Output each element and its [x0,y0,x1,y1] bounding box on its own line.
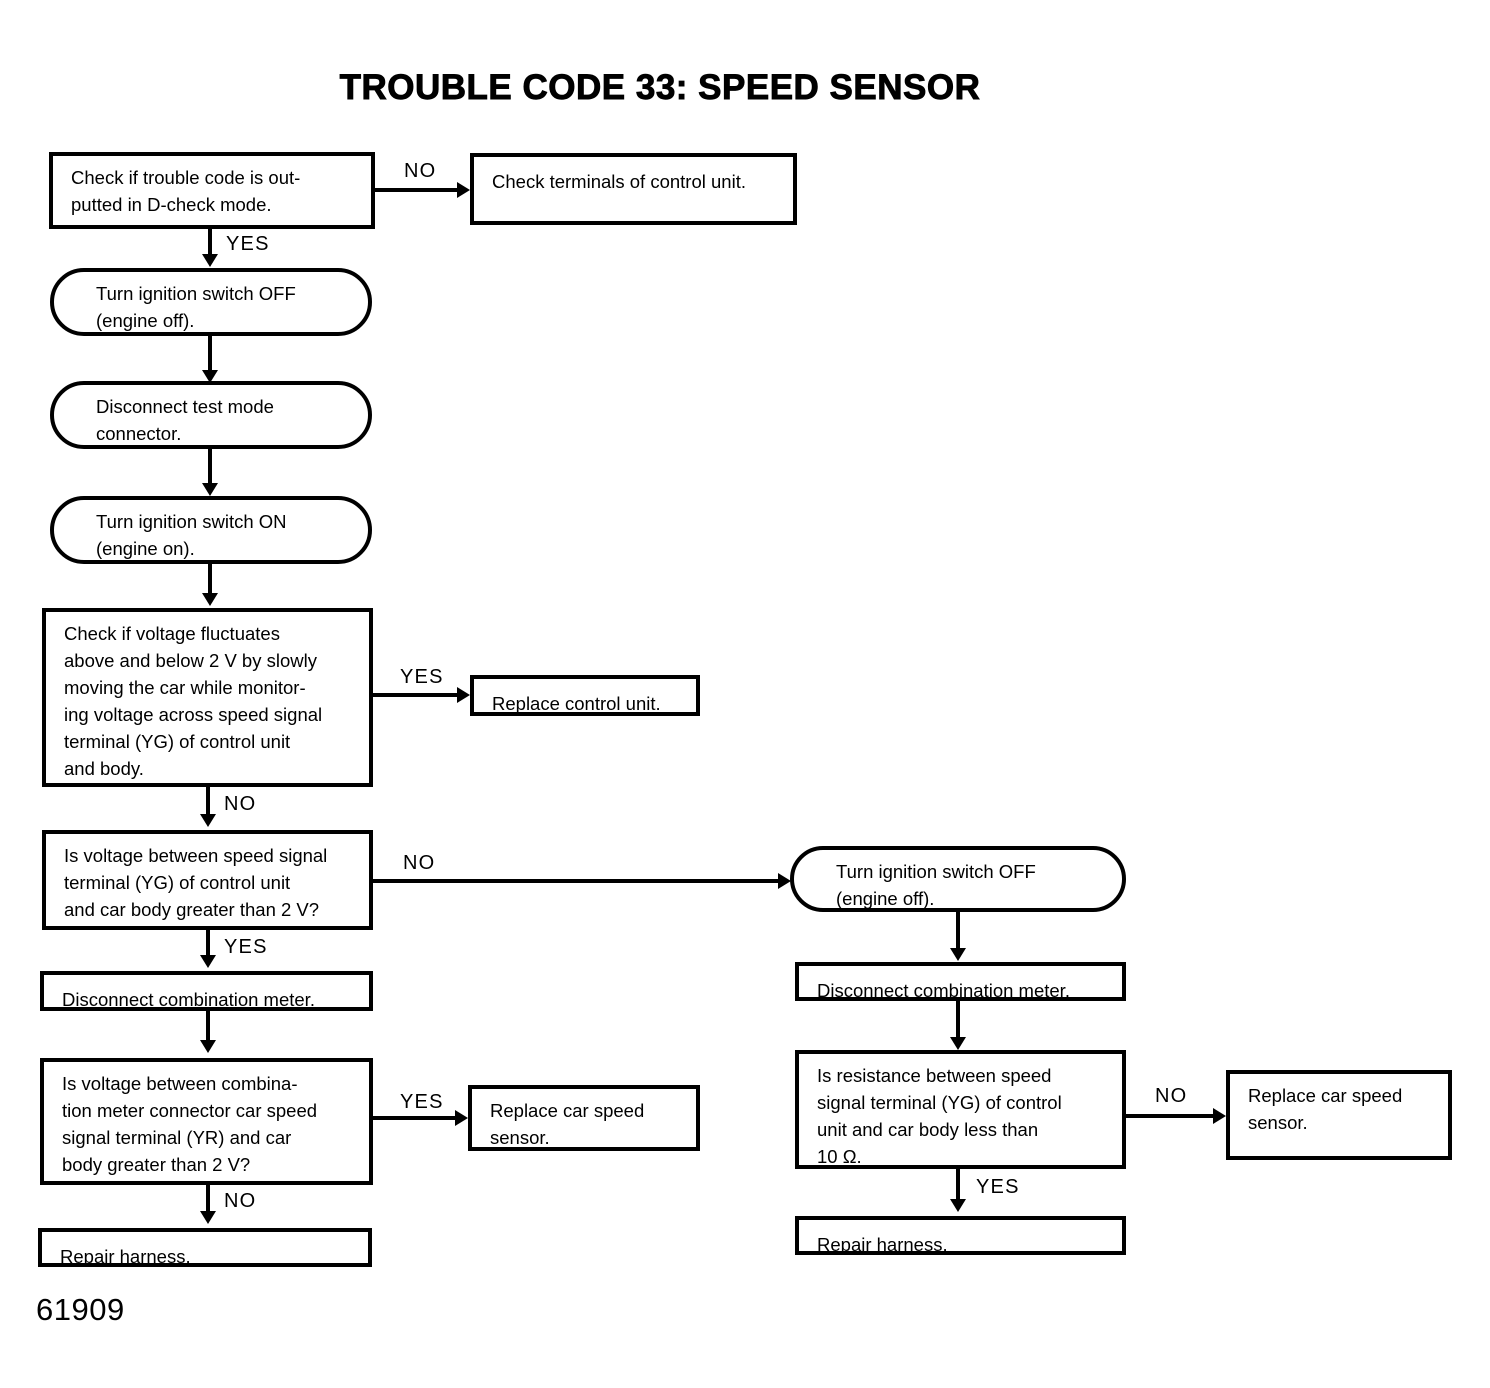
edge-no-to-check-terminals [375,188,459,192]
arrow-to-repair-harness-right [950,1199,966,1212]
node-check-terminals-label: Check terminals of control unit. [492,171,746,192]
node-ignition-off-2-label: Turn ignition switch OFF (engine off). [836,861,1036,909]
page-title: TROUBLE CODE 33: SPEED SENSOR [339,68,981,108]
node-replace-control-unit-label: Replace control unit. [492,693,661,714]
node-replace-sensor-right-label: Replace car speed sensor. [1248,1085,1403,1133]
arrow-to-repair-harness-left [200,1211,216,1224]
edge-label-no-3: NO [403,852,436,874]
edge-yes-to-replace-control-unit [373,693,459,697]
edge-label-yes-1: YES [226,233,270,255]
edge-label-yes-3: YES [224,936,268,958]
arrow-to-replace-sensor-right [1213,1108,1226,1124]
node-ignition-off-1-label: Turn ignition switch OFF (engine off). [96,283,296,331]
node-replace-sensor-right: Replace car speed sensor. [1226,1070,1452,1160]
arrow-to-disconnect-meter-left [200,955,216,968]
node-repair-harness-right-label: Repair harness. [817,1234,948,1255]
edge-label-no-5: NO [1155,1085,1188,1107]
node-ignition-on-label: Turn ignition switch ON (engine on). [96,511,287,559]
edge-yes-to-replace-sensor-left [373,1116,457,1120]
edge-disconnect-meter-left-to-is-voltage-yr [206,1011,210,1043]
node-disconnect-meter-left: Disconnect combination meter. [40,971,373,1011]
figure-number: 61909 [36,1292,125,1327]
node-is-voltage-yr: Is voltage between combina- tion meter c… [40,1058,373,1185]
edge-disconnect-meter-right-to-is-resistance [956,1001,960,1040]
node-disconnect-meter-right: Disconnect combination meter. [795,962,1126,1001]
edge-label-no-4: NO [224,1190,257,1212]
node-replace-control-unit: Replace control unit. [470,675,700,716]
node-repair-harness-right: Repair harness. [795,1216,1126,1255]
node-repair-harness-left-label: Repair harness. [60,1246,191,1267]
node-disconnect-test-mode-label: Disconnect test mode connector. [96,396,274,444]
edge-label-yes-4: YES [400,1091,444,1113]
edge-disconnect-test-mode-to-ignition-on [208,449,212,487]
node-check-voltage-fluctuates-label: Check if voltage fluctuates above and be… [64,623,323,779]
edge-no-to-ignition-off-2 [373,879,780,883]
node-disconnect-meter-right-label: Disconnect combination meter. [817,980,1070,1001]
edge-label-yes-5: YES [976,1176,1020,1198]
node-is-voltage-yr-label: Is voltage between combina- tion meter c… [62,1073,318,1175]
node-ignition-on: Turn ignition switch ON (engine on). [50,496,372,564]
edge-no-to-repair-harness-left [206,1185,210,1214]
node-disconnect-meter-left-label: Disconnect combination meter. [62,989,315,1010]
arrow-to-ignition-off-1 [202,254,218,267]
arrow-to-disconnect-test-mode [202,370,218,383]
edge-yes-to-disconnect-meter-left [206,930,210,957]
edge-yes-to-repair-harness-right [956,1169,960,1202]
node-disconnect-test-mode: Disconnect test mode connector. [50,381,372,449]
edge-ignition-on-to-check-voltage [208,564,212,596]
node-check-terminals: Check terminals of control unit. [470,153,797,225]
node-is-voltage-yg: Is voltage between speed signal terminal… [42,830,373,930]
arrow-to-disconnect-meter-right [950,948,966,961]
node-is-voltage-yg-label: Is voltage between speed signal terminal… [64,845,328,920]
edge-label-yes-2: YES [400,666,444,688]
edge-label-no-1: NO [404,160,437,182]
arrow-to-ignition-off-2 [778,873,791,889]
node-check-trouble-code-label: Check if trouble code is out- putted in … [71,167,301,215]
edge-no-to-is-voltage-yg [206,787,210,818]
edge-yes-to-ignition-off-1 [208,229,212,256]
edge-label-no-2: NO [224,793,257,815]
arrow-to-is-resistance [950,1037,966,1050]
node-ignition-off-2: Turn ignition switch OFF (engine off). [790,846,1126,912]
arrow-to-check-terminals [457,182,470,198]
arrow-to-replace-control-unit [457,687,470,703]
node-is-resistance-label: Is resistance between speed signal termi… [817,1065,1062,1167]
node-is-resistance: Is resistance between speed signal termi… [795,1050,1126,1169]
arrow-to-is-voltage-yg [200,814,216,827]
node-check-trouble-code: Check if trouble code is out- putted in … [49,152,375,229]
arrow-to-replace-sensor-left [455,1110,468,1126]
arrow-to-is-voltage-yr [200,1040,216,1053]
node-ignition-off-1: Turn ignition switch OFF (engine off). [50,268,372,336]
node-check-voltage-fluctuates: Check if voltage fluctuates above and be… [42,608,373,787]
arrow-to-check-voltage [202,593,218,606]
node-replace-sensor-left-label: Replace car speed sensor. [490,1100,645,1148]
edge-ignition-off-1-to-disconnect-test-mode [208,336,212,374]
edge-ignition-off-2-to-disconnect-meter-right [956,912,960,952]
edge-no-to-replace-sensor-right [1126,1114,1215,1118]
arrow-to-ignition-on [202,483,218,496]
node-repair-harness-left: Repair harness. [38,1228,372,1267]
node-replace-sensor-left: Replace car speed sensor. [468,1085,700,1151]
